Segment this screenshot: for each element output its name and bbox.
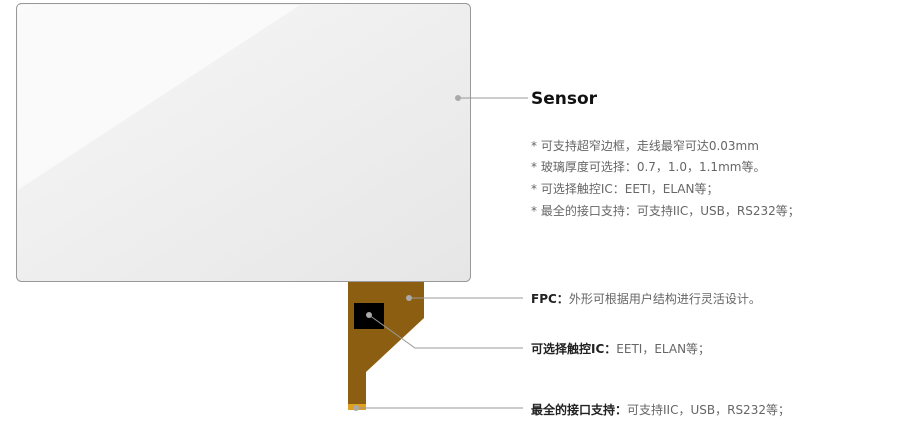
- interface-callout: 最全的接口支持：可支持IIC，USB，RS232等；: [531, 401, 790, 418]
- sensor-bullet: * 最全的接口支持：可支持IIC，USB，RS232等；: [531, 204, 800, 218]
- ic-callout: 可选择触控IC：EETI，ELAN等；: [531, 340, 710, 357]
- ic-dot: [366, 312, 372, 318]
- fpc-cable: [348, 280, 424, 410]
- sensor-dot: [455, 95, 461, 101]
- sensor-title: Sensor: [531, 89, 598, 109]
- fpc-dot: [406, 295, 412, 301]
- connector-dot: [353, 405, 359, 411]
- callout-text: EETI，ELAN等；: [616, 342, 711, 356]
- callout-text: 外形可根据用户结构进行灵活设计。: [568, 292, 761, 306]
- callout-label: 最全的接口支持：: [531, 403, 628, 417]
- sensor-glass-panel: [16, 3, 471, 282]
- sensor-bullet: * 可支持超窄边框，走线最窄可达0.03mm: [531, 139, 759, 153]
- callout-lines: [356, 97, 528, 409]
- callout-label: 可选择触控IC：: [531, 342, 617, 356]
- sensor-bullet: * 可选择触控IC：EETI，ELAN等；: [531, 182, 719, 196]
- sensor-bullet: * 玻璃厚度可选择：0.7，1.0，1.1mm等。: [531, 160, 766, 174]
- callout-label: FPC：: [531, 292, 569, 306]
- callout-text: 可支持IIC，USB，RS232等；: [627, 403, 790, 417]
- fpc-callout: FPC：外形可根据用户结构进行灵活设计。: [531, 290, 761, 307]
